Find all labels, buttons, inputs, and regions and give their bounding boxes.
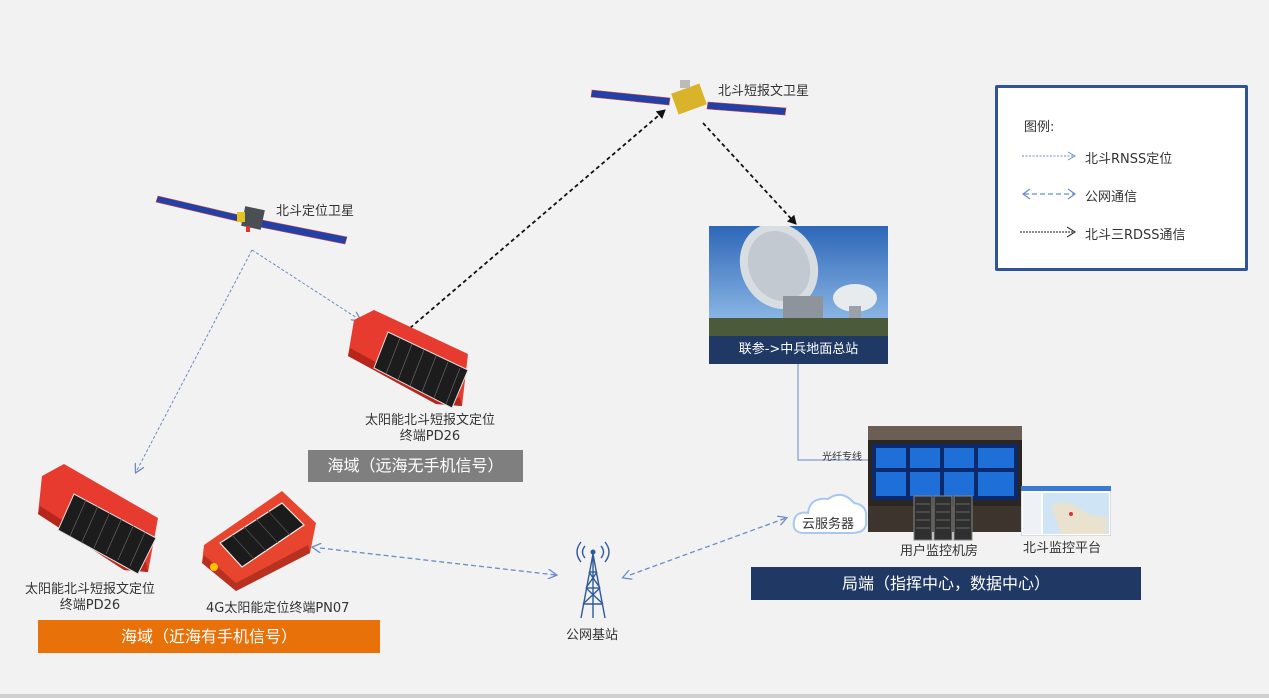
terminal-far-label-line1: 太阳能北斗短报文定位: [364, 413, 495, 428]
sea-far-banner: 海域（远海无手机信号）: [308, 450, 523, 482]
legend-rdss-label: 北斗三RDSS通信: [1085, 228, 1186, 243]
legend-rnss-label: 北斗RNSS定位: [1085, 152, 1173, 167]
rdss-uplink-line: [409, 109, 666, 329]
fiber-line: [797, 364, 870, 461]
command-center-banner: 局端（指挥中心，数据中心）: [751, 567, 1141, 600]
rnss-line-far: [251, 249, 360, 320]
base-station-label: 公网基站: [566, 628, 619, 643]
rnss-line-near: [136, 249, 253, 472]
fiber-link-label: 光纤专线: [822, 452, 862, 463]
terminal-4g-label: 4G太阳能定位终端PN07: [206, 601, 350, 616]
public-net-line-right: [630, 518, 786, 575]
cloud-server-label: 云服务器: [802, 517, 855, 532]
legend-box: 图例: 北斗RNSS定位 公网通信 北斗三RDSS通信: [995, 85, 1248, 271]
user-room-label: 用户监控机房: [900, 544, 979, 559]
base-station-tower-icon: [576, 541, 610, 619]
terminal-far-label-line2: 终端PD26: [399, 429, 461, 444]
ground-station-label: 联参->中兵地面总站: [709, 336, 888, 364]
monitor-platform-label: 北斗监控平台: [1023, 541, 1102, 556]
terminal-near-label: 太阳能北斗短报文定位 终端PD26: [10, 582, 170, 614]
positioning-satellite-label: 北斗定位卫星: [276, 204, 355, 219]
cloud-server-icon: [792, 493, 868, 534]
ground-station-dish-image: [709, 226, 888, 336]
terminal-far-device-icon: [348, 310, 469, 408]
terminal-near-label-line2: 终端PD26: [59, 598, 121, 613]
bottom-divider: [0, 694, 1269, 698]
sea-near-banner: 海域（近海有手机信号）: [38, 620, 380, 653]
short-message-satellite-icon: [590, 80, 787, 116]
server-rack-icon: [913, 495, 973, 541]
terminal-far-label: 太阳能北斗短报文定位 终端PD26: [330, 413, 530, 445]
monitor-platform-screenshot: [1021, 486, 1111, 536]
positioning-satellite-icon: [155, 195, 348, 245]
terminal-near-device-icon: [38, 464, 158, 575]
legend-title: 图例:: [1024, 120, 1055, 135]
terminal-4g-device-icon: [202, 491, 316, 591]
legend-line-samples: [1020, 151, 1077, 238]
public-net-line-left: [320, 548, 556, 575]
legend-public-net-label: 公网通信: [1085, 190, 1138, 205]
rdss-downlink-line: [702, 122, 797, 225]
short-message-satellite-label: 北斗短报文卫星: [718, 84, 810, 99]
terminal-near-label-line1: 太阳能北斗短报文定位: [24, 582, 155, 597]
ground-station: 联参->中兵地面总站: [709, 226, 888, 364]
